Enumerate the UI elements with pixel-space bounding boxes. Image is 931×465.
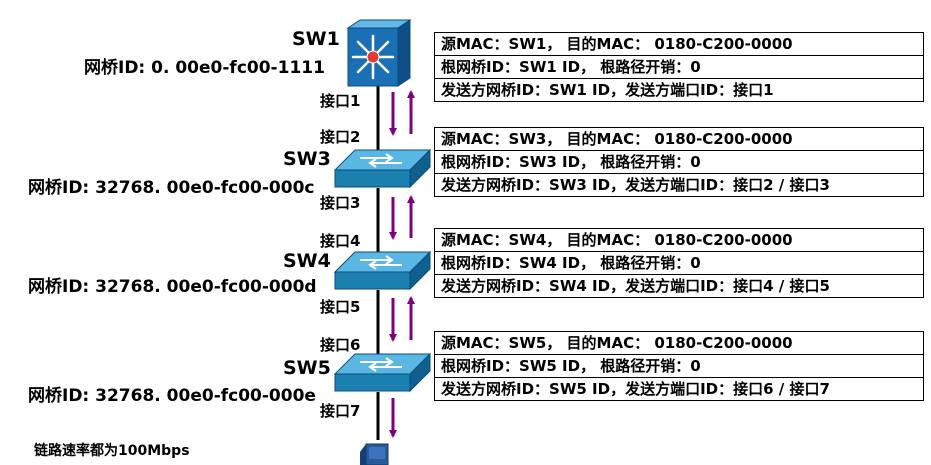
port-label-3: 接口3 xyxy=(320,194,361,212)
port-label-1: 接口1 xyxy=(320,92,361,110)
bpdu-mac-line: 源MAC：SW5， 目的MAC： 0180-C200-0000 xyxy=(441,334,793,352)
switch-icon-sw3 xyxy=(333,148,432,189)
bpdu-sender-line: 发送方网桥ID：SW3 ID，发送方端口ID：接口2 / 接口3 xyxy=(435,173,923,196)
port-label-4: 接口4 xyxy=(320,232,361,250)
sw5-bridge-id: 网桥ID: 32768. 00e0-fc00-000e xyxy=(28,386,316,406)
port-label-7: 接口7 xyxy=(320,402,361,420)
sw5-name: SW5 xyxy=(283,357,331,379)
bpdu-root-line: 根网桥ID：SW3 ID， 根路径开销：0 xyxy=(435,150,923,173)
sw4-name: SW4 xyxy=(283,250,331,272)
port-label-6: 接口6 xyxy=(320,336,361,354)
bpdu-root-line: 根网桥ID：SW4 ID， 根路径开销：0 xyxy=(435,251,923,274)
link-speed-note: 链路速率都为100Mbps xyxy=(34,443,190,459)
bpdu-sender-line: 发送方网桥ID：SW1 ID，发送方端口ID：接口1 xyxy=(435,78,923,101)
host-computer-icon xyxy=(360,443,389,465)
bpdu-root-line: 根网桥ID：SW1 ID， 根路径开销：0 xyxy=(435,55,923,78)
sw3-bridge-id: 网桥ID: 32768. 00e0-fc00-000c xyxy=(28,178,315,198)
sw1-bridge-id: 网桥ID: 0. 00e0-fc00-1111 xyxy=(84,58,325,78)
bpdu-sender-line: 发送方网桥ID：SW5 ID，发送方端口ID：接口6 / 接口7 xyxy=(435,377,923,400)
bpdu-message-sw1: 源MAC：SW1， 目的MAC： 0180-C200-0000 根网桥ID：SW… xyxy=(434,32,924,102)
sw1-name: SW1 xyxy=(292,28,340,50)
layer3-switch-icon xyxy=(346,19,412,87)
bpdu-arrows-sw3-sw4 xyxy=(389,195,415,240)
sw3-name: SW3 xyxy=(283,148,331,170)
bpdu-arrows-sw1-sw3 xyxy=(389,90,415,136)
sw4-bridge-id: 网桥ID: 32768. 00e0-fc00-000d xyxy=(28,277,317,297)
bpdu-mac-line: 源MAC：SW4， 目的MAC： 0180-C200-0000 xyxy=(441,231,793,249)
bpdu-mac-line: 源MAC：SW1， 目的MAC： 0180-C200-0000 xyxy=(441,35,793,53)
bpdu-root-line: 根网桥ID：SW5 ID， 根路径开销：0 xyxy=(435,354,923,377)
bpdu-message-sw4: 源MAC：SW4， 目的MAC： 0180-C200-0000 根网桥ID：SW… xyxy=(434,228,924,298)
port-label-5: 接口5 xyxy=(320,298,361,316)
bpdu-mac-line: 源MAC：SW3， 目的MAC： 0180-C200-0000 xyxy=(441,130,793,148)
bpdu-message-sw5: 源MAC：SW5， 目的MAC： 0180-C200-0000 根网桥ID：SW… xyxy=(434,331,924,401)
bpdu-message-sw3: 源MAC：SW3， 目的MAC： 0180-C200-0000 根网桥ID：SW… xyxy=(434,127,924,197)
bpdu-arrows-sw4-sw5 xyxy=(389,296,415,342)
switch-icon-sw5 xyxy=(333,352,432,393)
bpdu-sender-line: 发送方网桥ID：SW4 ID，发送方端口ID：接口4 / 接口5 xyxy=(435,274,923,297)
switch-icon-sw4 xyxy=(333,250,432,291)
port-label-2: 接口2 xyxy=(320,128,361,146)
